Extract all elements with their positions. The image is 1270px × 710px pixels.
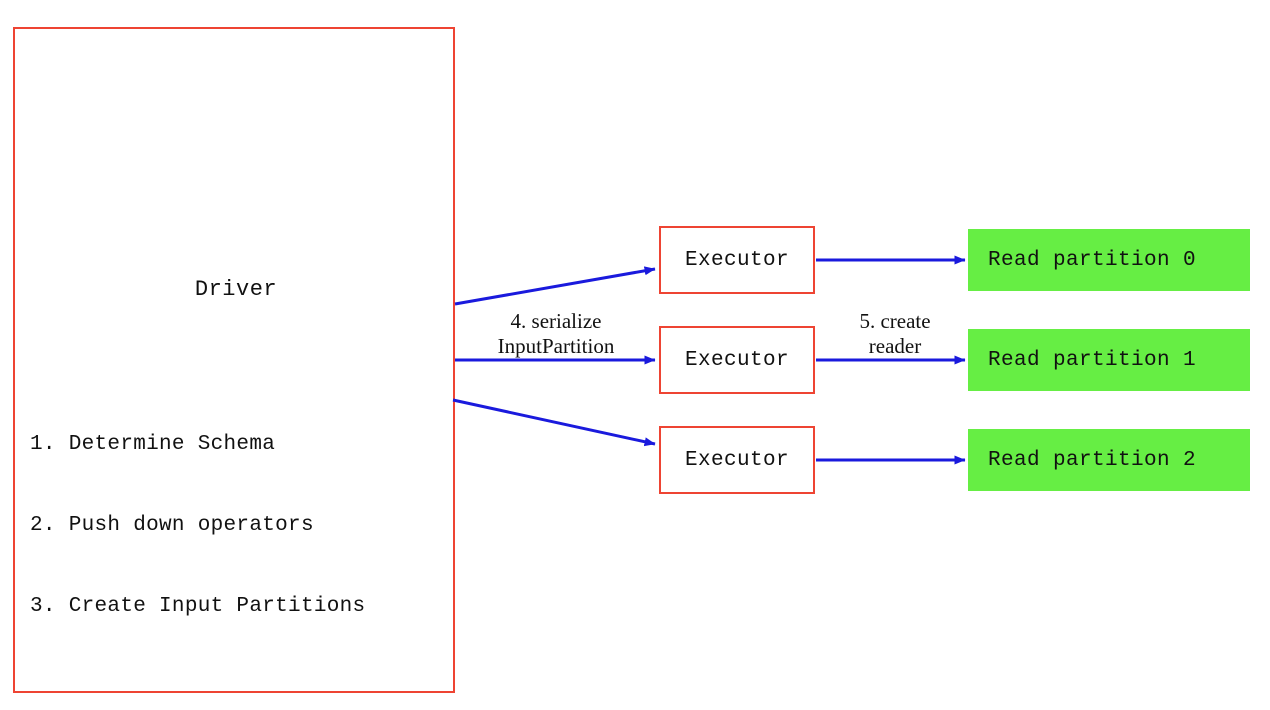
partition-label-1: Read partition 1 — [988, 348, 1197, 372]
executor-box-2: Executor — [659, 426, 815, 494]
edge-label-serialize-line2: InputPartition — [497, 334, 615, 358]
driver-steps-list: 1. Determine Schema 2. Push down operato… — [30, 377, 365, 674]
edge-label-serialize: 4. serialize InputPartition — [466, 309, 646, 359]
executor-box-1: Executor — [659, 326, 815, 394]
edge-label-serialize-line1: 4. serialize — [510, 309, 602, 333]
edge-label-create-line2: reader — [868, 334, 922, 358]
partition-label-0: Read partition 0 — [988, 248, 1197, 272]
partition-box-2: Read partition 2 — [968, 429, 1250, 491]
driver-step-3: 3. Create Input Partitions — [30, 595, 366, 618]
driver-title: Driver — [194, 277, 278, 302]
executor-box-0: Executor — [659, 226, 815, 294]
driver-step-1: 1. Determine Schema — [30, 433, 276, 456]
edge-label-create: 5. create reader — [825, 309, 965, 359]
executor-label-2: Executor — [684, 448, 790, 472]
driver-box: Driver 1. Determine Schema 2. Push down … — [13, 27, 455, 693]
executor-label-0: Executor — [684, 248, 790, 272]
executor-label-1: Executor — [684, 348, 790, 372]
arrow-driver-to-executor-0 — [454, 266, 656, 306]
arrow-driver-to-executor-2 — [452, 398, 656, 447]
partition-label-2: Read partition 2 — [988, 448, 1197, 472]
partition-box-1: Read partition 1 — [968, 329, 1250, 391]
driver-step-2: 2. Push down operators — [30, 514, 314, 537]
partition-box-0: Read partition 0 — [968, 229, 1250, 291]
edge-label-create-line1: 5. create — [859, 309, 931, 333]
